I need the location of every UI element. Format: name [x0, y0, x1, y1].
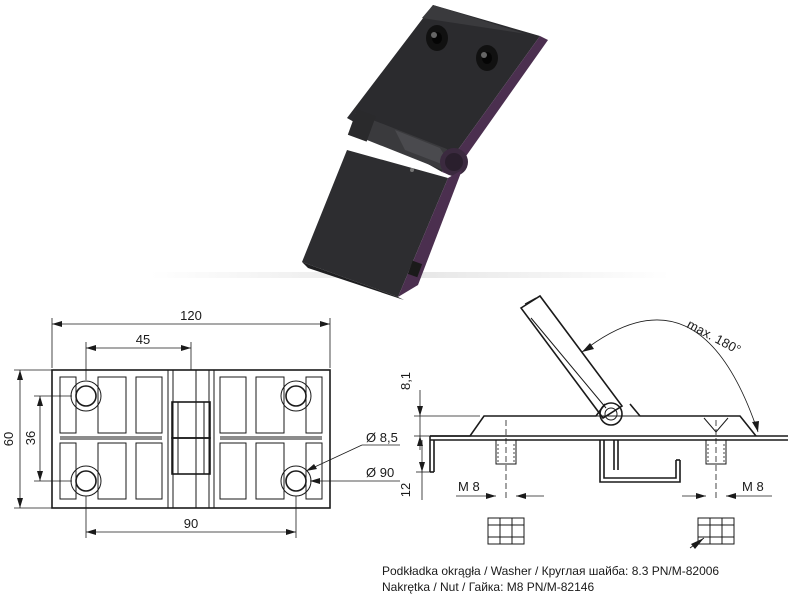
dim-overall-width: 120: [51, 308, 331, 368]
nut-left: [487, 517, 525, 545]
hole-top-right: [280, 380, 312, 412]
hole-bottom-left: [70, 465, 102, 497]
hinge-knuckle: [347, 109, 468, 176]
pivot-outer: [599, 402, 623, 426]
label-counterbore-diameter: Ø 90: [366, 465, 394, 480]
bolt-right: [703, 417, 729, 500]
dim-label-12: 12: [398, 483, 413, 497]
front-knuckle: [167, 369, 215, 509]
note-nut: Nakrętka / Nut / Гайка: M8 PN/M-82146: [382, 580, 594, 594]
hinge-3d-render: [150, 5, 670, 300]
hinge-body-side: [430, 402, 757, 437]
dim-hole-offset: 45: [85, 332, 192, 380]
front-view: 120 45 90 60: [1, 308, 400, 538]
dim-label-45: 45: [136, 332, 150, 347]
dim-depth-12: 12: [398, 440, 430, 500]
dim-bolt-right: M 8: [682, 479, 772, 499]
dim-hole-spacing-vertical: 36: [23, 395, 72, 482]
label-hole-diameter: Ø 8,5: [366, 430, 398, 445]
dim-label-120: 120: [180, 308, 202, 323]
dim-overall-height: 60: [1, 369, 52, 509]
upper-screw-hole-right: [476, 45, 498, 71]
dim-height-8-1: 8,1: [398, 372, 480, 450]
nut-right: [689, 517, 735, 549]
label-angle: max. 180°: [685, 316, 744, 357]
leader-counterbore-diameter: Ø 90: [310, 465, 400, 484]
leader-hole-diameter: Ø 8,5: [305, 430, 400, 472]
notes: Podkładka okrągła / Washer / Круглая шай…: [382, 564, 719, 594]
dim-label-8-1: 8,1: [398, 372, 413, 390]
upper-leaf-edge: [442, 36, 548, 176]
lower-bolt-stub: [407, 260, 423, 278]
label-bolt-left: M 8: [458, 479, 480, 494]
rotated-leaf: [519, 294, 624, 420]
pivot-pin: [604, 407, 618, 421]
lower-leaf-face: [302, 150, 448, 297]
dim-label-90-bottom: 90: [184, 516, 198, 531]
mounting-plate: [429, 435, 788, 483]
side-view: max. 180° 8,1 12 M 8: [398, 294, 788, 549]
hole-top-left: [70, 380, 102, 412]
dim-hole-spacing-horizontal: 90: [85, 496, 297, 538]
dim-label-60: 60: [1, 432, 16, 446]
note-washer: Podkładka okrągła / Washer / Круглая шай…: [382, 564, 719, 578]
bolt-left: [495, 420, 517, 500]
dim-label-36: 36: [23, 431, 38, 445]
dim-bolt-left: M 8: [456, 479, 544, 499]
label-bolt-right: M 8: [742, 479, 764, 494]
upper-screw-hole-left: [426, 25, 448, 51]
